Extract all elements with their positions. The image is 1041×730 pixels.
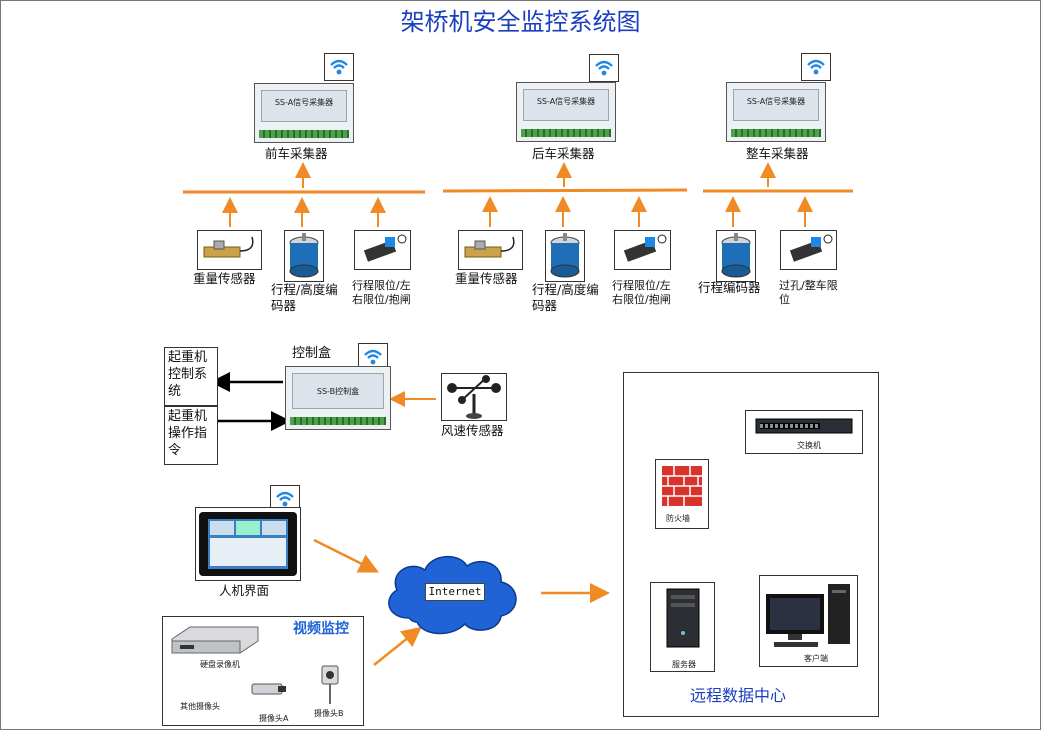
encoder-label: 行程/高度编码器 (532, 282, 599, 313)
encoder-image (716, 230, 756, 282)
camera-b-label: 摄像头B (314, 709, 344, 718)
dvr-label: 硬盘录像机 (200, 660, 240, 669)
hmi-label: 人机界面 (219, 583, 270, 598)
switch-image (745, 410, 863, 454)
front-collector-device: SS-A信号采集器 (254, 83, 354, 143)
whole-collector-device: SS-A信号采集器 (726, 82, 826, 142)
weight-sensor-label: 重量传感器 (455, 271, 518, 286)
remote-data-center-label: 远程数据中心 (690, 686, 787, 705)
crane-control-system-box: 起重机控制系统 (164, 347, 218, 406)
internet-label: Internet (425, 583, 485, 601)
other-camera-label: 其他摄像头 (180, 702, 220, 711)
camera-b-icon (321, 665, 339, 704)
limit-switch-label: 行程限位/左右限位/抱闸 (352, 279, 411, 306)
rear-collector-label: 后车采集器 (532, 146, 595, 161)
firewall-label: 防火墙 (666, 514, 690, 523)
limit-switch-image (614, 230, 671, 270)
diagram-title: 架桥机安全监控系统图 (400, 8, 641, 36)
camera-a-label: 摄像头A (259, 714, 289, 723)
server-label: 服务器 (672, 660, 696, 669)
wifi-icon (801, 53, 831, 81)
limit-switch-label: 行程限位/左右限位/抱闸 (612, 279, 671, 306)
limit-switch-label: 过孔/整车限位 (779, 279, 838, 306)
video-monitoring-title: 视频监控 (293, 621, 349, 637)
camera-a-icon (251, 683, 286, 695)
control-box-label: 控制盒 (292, 346, 332, 361)
limit-switch-image (354, 230, 411, 270)
weight-sensor-label: 重量传感器 (193, 271, 256, 286)
weight-sensor-image (458, 230, 523, 270)
switch-label: 交换机 (797, 441, 821, 450)
limit-switch-image (780, 230, 837, 270)
encoder-image (284, 230, 324, 282)
wind-sensor-label: 风速传感器 (441, 423, 504, 438)
crane-operation-command-box: 起重机操作指令 (164, 406, 218, 465)
client-computer-image (759, 575, 858, 667)
encoder-label: 行程编码器 (698, 280, 761, 295)
hmi-touchscreen-image (195, 507, 301, 581)
server-image (650, 582, 715, 672)
rear-collector-device: SS-A信号采集器 (516, 82, 616, 142)
weight-sensor-image (197, 230, 262, 270)
anemometer-image (441, 373, 507, 421)
firewall-image (655, 459, 709, 529)
wifi-icon (324, 53, 354, 81)
control-box-device: SS-B控制盒 (285, 366, 391, 430)
dvr-icon (171, 626, 259, 654)
wifi-icon (589, 54, 619, 82)
client-label: 客户端 (804, 654, 828, 663)
front-collector-label: 前车采集器 (265, 146, 328, 161)
encoder-image (545, 230, 585, 282)
whole-collector-label: 整车采集器 (746, 146, 809, 161)
encoder-label: 行程/高度编码器 (271, 282, 338, 313)
